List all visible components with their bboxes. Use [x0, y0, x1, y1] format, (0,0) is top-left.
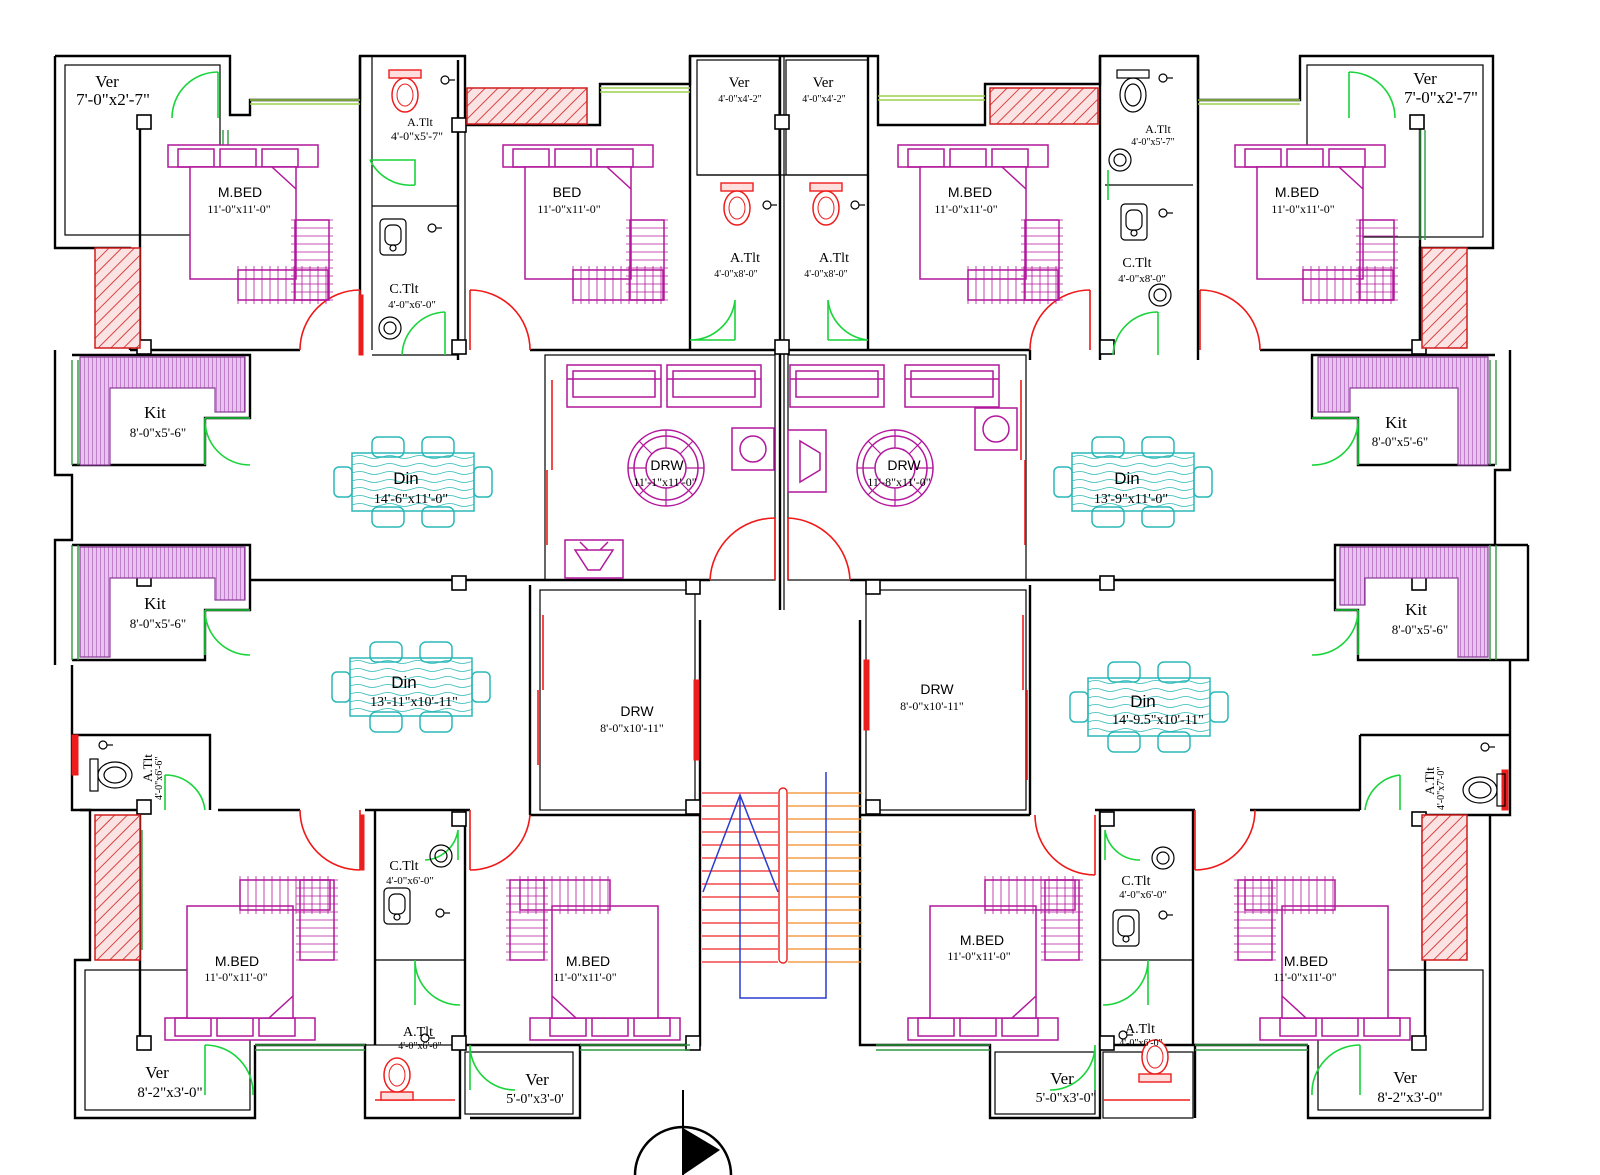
room-dim: 8'-0"x5'-6": [130, 425, 186, 440]
room-name: C.Tlt: [389, 282, 418, 297]
room-name: Ver: [95, 72, 119, 91]
room-dim: 11'-0"x11'-0": [1271, 202, 1334, 216]
room-name: C.Tlt: [1121, 874, 1150, 889]
room-dim: 4'-0"x7'-0": [1436, 767, 1447, 810]
room-dim: 11'-0"x11'-0": [1273, 970, 1336, 984]
room-labels: Ver 7'-0"x2'-7" A.Tlt 4'-0"x5'-7" M.BED …: [76, 69, 1478, 1107]
room-dim: 7'-0"x2'-7": [76, 90, 150, 109]
room-dim: 8'-2"x3'-0": [137, 1085, 202, 1101]
room-name: Ver: [1393, 1068, 1417, 1087]
room-name: A.Tlt: [1125, 1022, 1155, 1037]
room-name: Ver: [813, 75, 834, 91]
room-name: DRW: [920, 681, 954, 697]
room-name: Kit: [1385, 413, 1407, 432]
room-dim: 4'-0"x5'-7": [1131, 137, 1174, 148]
room-dim: 11'-0"x11'-0": [553, 970, 616, 984]
room-name: Ver: [525, 1070, 549, 1089]
room-dim: 4'-0"x6'-0": [1119, 889, 1167, 901]
room-dim: 4'-0"x6'-6": [154, 757, 165, 800]
room-dim: 11'-0"x11'-0": [934, 202, 997, 216]
room-name: Ver: [729, 75, 750, 91]
room-dim: 4'-0"x8'-0": [1118, 273, 1166, 285]
room-name: DRW: [887, 457, 921, 473]
room-dim: 11'-0"x11'-0": [947, 949, 1010, 963]
room-name: Din: [393, 469, 419, 488]
room-dim: 11'-0"x11'-0": [207, 202, 270, 216]
room-name: M.BED: [215, 953, 259, 969]
room-name: M.BED: [1275, 184, 1319, 200]
columns: [136, 114, 1427, 1051]
room-dim: 8'-0"x10'-11": [900, 699, 964, 713]
basin-icon: [378, 148, 1175, 947]
room-name: Ver: [145, 1063, 169, 1082]
room-dim: 14'-9.5"x10'-11": [1112, 713, 1204, 728]
sofa-icon: [566, 364, 1018, 507]
room-name: Kit: [1405, 600, 1427, 619]
room-dim: 5'-0"x3'-0": [1036, 1091, 1097, 1106]
room-name: Din: [1114, 469, 1140, 488]
room-name: DRW: [620, 703, 654, 719]
room-name: M.BED: [566, 953, 610, 969]
room-dim: 4'-0"x5'-7": [391, 129, 443, 143]
room-name: Kit: [144, 403, 166, 422]
room-dim: 8'-2"x3'-0": [1377, 1090, 1442, 1106]
room-name: A.Tlt: [730, 251, 760, 266]
kitchen-counters: [79, 356, 1489, 658]
room-dim: 4'-0"x6'-0": [386, 875, 434, 887]
room-name: A.Tlt: [819, 251, 849, 266]
room-dim: 8'-0"x10'-11": [600, 721, 664, 735]
room-dim: 7'-0"x2'-7": [1404, 88, 1478, 107]
room-dim: 11'-0"x11'-0": [204, 970, 267, 984]
room-name: Din: [391, 673, 417, 692]
stair-icon: [702, 772, 862, 999]
room-name: M.BED: [1284, 953, 1328, 969]
room-name: C.Tlt: [389, 859, 418, 874]
door-swings: [164, 71, 1401, 1096]
room-dim: 13'-11"x10'-11": [370, 695, 458, 710]
room-dim: 4'-0"x8'-0": [804, 269, 847, 280]
north-arrow-icon: [633, 1090, 733, 1175]
room-dim: 5'-0"x3'-0': [506, 1092, 564, 1107]
room-dim: 4'-0"x4'-2": [718, 94, 761, 105]
room-name: Ver: [1050, 1069, 1074, 1088]
room-name: A.Tlt: [403, 1025, 433, 1040]
room-name: C.Tlt: [1122, 256, 1151, 271]
hatched-areas: [94, 87, 1468, 961]
room-name: Din: [1130, 692, 1156, 711]
room-dim: 8'-0"x5'-6": [130, 616, 186, 631]
bed-icon: [167, 144, 1399, 305]
tv-icon: [564, 429, 827, 579]
room-dim: 11'-0"x11'-0": [537, 202, 600, 216]
room-name: A.Tlt: [1422, 767, 1437, 795]
room-name: M.BED: [218, 184, 262, 200]
room-dim: 11'-1"x11'-0": [633, 475, 696, 489]
room-dim: 4'-0"x6'-0": [388, 299, 436, 311]
windows: [71, 87, 1497, 1051]
room-dim: 8'-0"x5'-6": [1372, 434, 1428, 449]
room-dim: 8'-0"x5'-6": [1392, 622, 1448, 637]
room-name: A.Tlt: [140, 754, 155, 782]
room-dim: 4'-0"x4'-2": [802, 94, 845, 105]
room-name: BED: [553, 184, 582, 200]
room-dim: 13'-9"x11'-0": [1094, 492, 1168, 507]
room-name: M.BED: [948, 184, 992, 200]
room-name: A.Tlt: [407, 115, 433, 129]
room-name: A.Tlt: [1145, 122, 1171, 136]
room-name: Kit: [144, 594, 166, 613]
room-name: DRW: [650, 457, 684, 473]
room-dim: 4'-0"x8'-0": [714, 269, 757, 280]
room-dim: 4'-0"x6'-0": [1119, 1038, 1162, 1049]
room-dim: 11'-8"x11'-0": [867, 475, 930, 489]
room-dim: 14'-6"x11'-0": [374, 492, 448, 507]
room-name: M.BED: [960, 932, 1004, 948]
room-dim: 4'-0"x6'-0": [398, 1041, 441, 1052]
room-name: Ver: [1413, 69, 1437, 88]
